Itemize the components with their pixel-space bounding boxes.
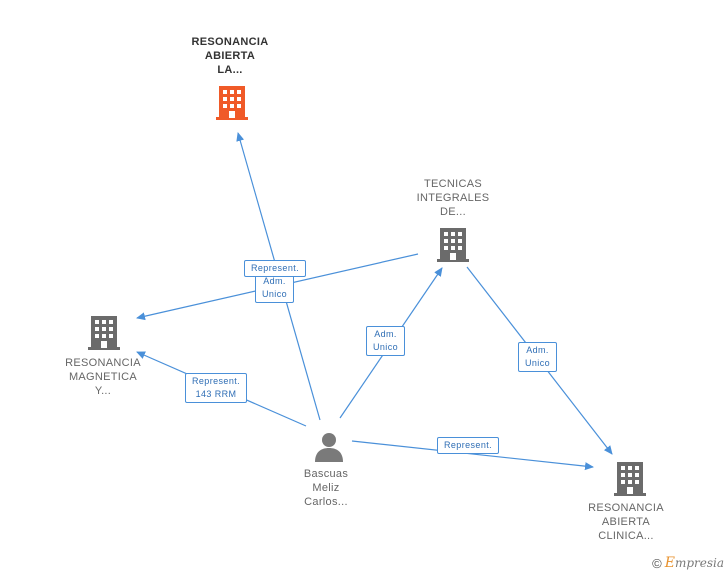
node-label-line: Meliz [312, 482, 340, 494]
brand-initial: E [664, 555, 675, 571]
edge-label-represent[interactable]: Represent. [244, 260, 307, 277]
edge-label-represent-143-rrm[interactable]: Represent. 143 RRM [185, 373, 248, 403]
node-label-line: ABIERTA [601, 516, 651, 528]
edge-label-line: Adm. [526, 345, 549, 355]
empresia-logo[interactable]: Empresia [665, 555, 724, 571]
node-label-line: INTEGRALES [416, 192, 490, 204]
edge-label-line: Represent. [444, 440, 493, 450]
brand-rest: mpresia [674, 556, 724, 570]
building-icon[interactable] [614, 462, 646, 496]
edge-label-adm-unico[interactable]: Adm. Unico [518, 342, 558, 372]
person-icon[interactable] [314, 432, 344, 462]
node-label-bascuas[interactable]: Bascuas Meliz Carlos... [266, 467, 386, 509]
building-icon[interactable] [216, 86, 248, 120]
node-label-line: CLINICA... [598, 530, 654, 542]
edge-label-line: Adm. [374, 329, 397, 339]
node-label-line: Y... [94, 385, 112, 397]
node-label-line: RESONANCIA [65, 357, 141, 369]
copyright-icon: © [652, 555, 662, 571]
edge-label-line: Represent. [192, 376, 241, 386]
node-label-line: ABIERTA [204, 50, 256, 62]
node-label-resonancia-abierta-clinica[interactable]: RESONANCIA ABIERTA CLINICA... [566, 501, 686, 543]
edge-label-line: Unico [373, 342, 399, 352]
node-label-resonancia-magnetica[interactable]: RESONANCIA MAGNETICA Y... [43, 356, 163, 398]
edge-label-line: Unico [262, 289, 288, 299]
node-label-line: TECNICAS [423, 178, 483, 190]
node-label-line: Carlos... [304, 496, 348, 508]
building-icon[interactable] [437, 228, 469, 262]
footer-copyright: © Empresia [652, 555, 724, 571]
node-label-tecnicas-integrales[interactable]: TECNICAS INTEGRALES DE... [393, 177, 513, 219]
edge-label-represent[interactable]: Represent. [437, 437, 500, 454]
edge-label-adm-unico[interactable]: Adm. Unico [255, 273, 295, 303]
node-label-line: RESONANCIA [588, 502, 664, 514]
node-label-line: RESONANCIA [191, 36, 269, 48]
node-label-line: LA... [217, 64, 243, 76]
edge-label-line: Adm. [263, 276, 286, 286]
node-label-line: Bascuas [303, 468, 349, 480]
node-label-line: MAGNETICA [68, 371, 138, 383]
node-label-resonancia-abierta-la[interactable]: RESONANCIA ABIERTA LA... [170, 35, 290, 77]
edge-label-line: Represent. [251, 263, 300, 273]
building-icon[interactable] [88, 316, 120, 350]
node-label-line: DE... [440, 206, 466, 218]
edge-label-line: Unico [525, 358, 551, 368]
edge-label-line: 143 RRM [195, 389, 237, 399]
edge-line-bascuas-to-resonancia-abierta-clinica [351, 440, 594, 471]
edge-label-adm-unico[interactable]: Adm. Unico [366, 326, 406, 356]
